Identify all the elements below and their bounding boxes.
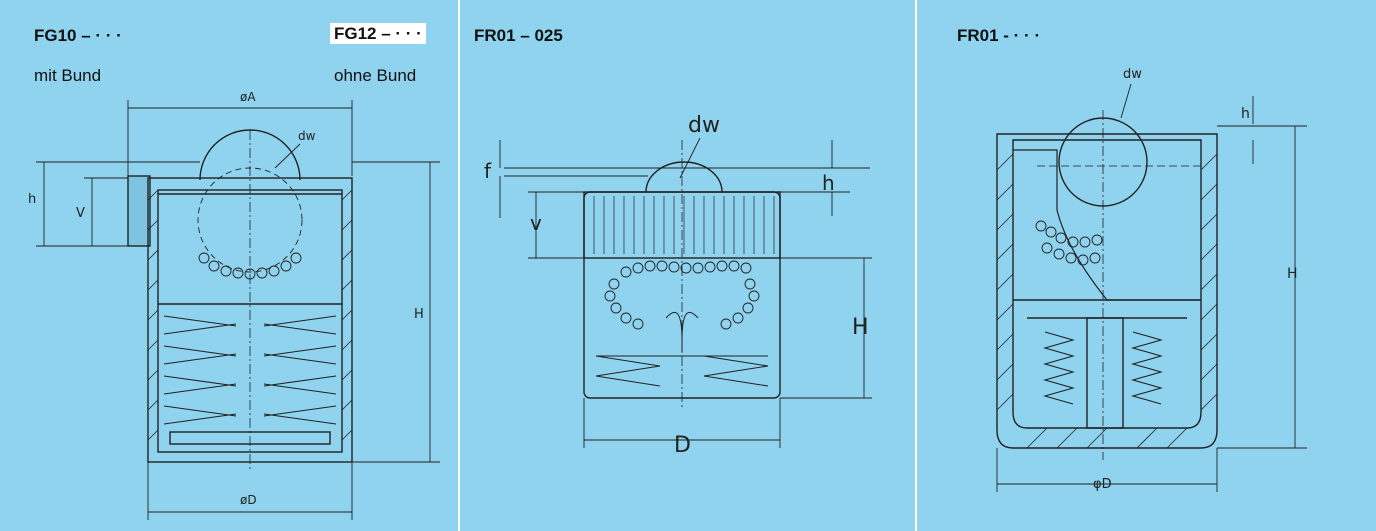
label-mit-bund: mit Bund xyxy=(34,66,102,85)
dim-h: h xyxy=(28,192,36,207)
drawing-fr01: dw h xyxy=(996,67,1307,492)
dim-H: H xyxy=(414,307,424,322)
dim-D: D xyxy=(674,433,691,458)
dim-h-3: h xyxy=(1241,106,1250,122)
label-ohne-bund: ohne Bund xyxy=(334,66,417,85)
dim-dD: øD xyxy=(240,493,257,507)
dim-dD-3: φD xyxy=(1093,477,1112,492)
title-fg12-label: FG12 – · · · xyxy=(330,23,426,44)
panel-fr01-025: FR01 – 025 dw f h v xyxy=(460,0,915,531)
dim-dA: øA xyxy=(240,90,256,104)
title-fr01-025: FR01 – 025 xyxy=(474,26,563,45)
drawing-fg10: øA h V xyxy=(28,90,440,520)
title-fg12: FG12 – · · · xyxy=(330,23,426,44)
title-fg10: FG10 – · · · xyxy=(34,26,122,45)
dim-dw-2: dw xyxy=(688,113,720,138)
dim-dw: dw xyxy=(298,129,316,143)
drawing-fr01-025: dw f h v xyxy=(484,113,872,458)
dim-dw-3: dw xyxy=(1123,67,1142,82)
divider-1 xyxy=(458,0,460,531)
dim-f: f xyxy=(484,159,492,183)
dim-v-2: v xyxy=(530,211,542,235)
dim-H-3: H xyxy=(1287,266,1298,282)
dim-H-2: H xyxy=(852,315,869,340)
panel-fr01: FR01 - · · · dw h xyxy=(917,0,1376,531)
divider-2 xyxy=(915,0,917,531)
dim-h-2: h xyxy=(822,171,835,195)
panel-fg10-fg12: FG10 – · · · FG12 – · · · mit Bund ohne … xyxy=(0,0,458,531)
title-fr01: FR01 - · · · xyxy=(957,26,1041,45)
dim-v: V xyxy=(76,206,85,221)
